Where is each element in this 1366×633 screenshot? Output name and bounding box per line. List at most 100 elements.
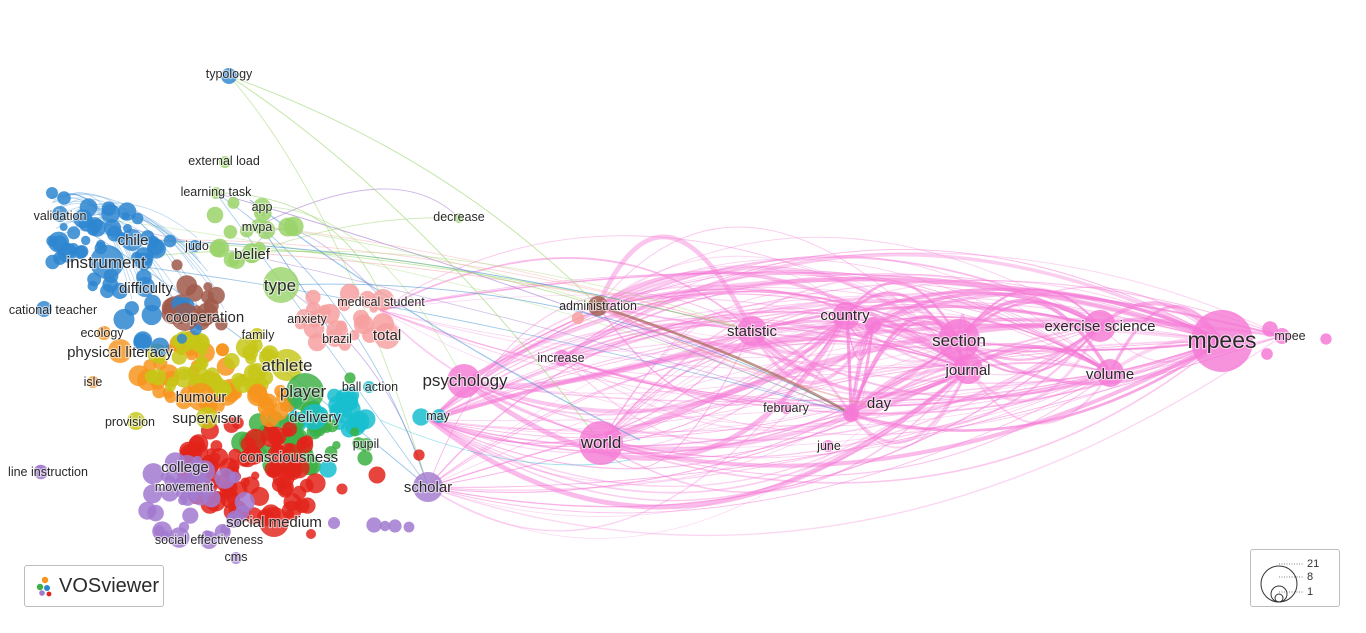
keyword-node-unlabeled[interactable] bbox=[193, 334, 209, 350]
keyword-node-unlabeled[interactable] bbox=[259, 407, 280, 428]
keyword-node-unlabeled[interactable] bbox=[46, 187, 58, 199]
keyword-node-unlabeled[interactable] bbox=[196, 302, 219, 325]
keyword-node-unlabeled[interactable] bbox=[143, 484, 163, 504]
keyword-node-unlabeled[interactable] bbox=[206, 448, 216, 458]
keyword-node-supervisor[interactable] bbox=[196, 407, 218, 429]
keyword-node-unlabeled[interactable] bbox=[121, 212, 130, 220]
keyword-node-unlabeled[interactable] bbox=[307, 333, 327, 352]
keyword-node-unlabeled[interactable] bbox=[223, 417, 240, 433]
keyword-node-unlabeled[interactable] bbox=[332, 441, 341, 450]
keyword-node-unlabeled[interactable] bbox=[131, 212, 144, 225]
keyword-node-mpee[interactable] bbox=[1274, 328, 1290, 344]
keyword-node-exercise-science[interactable] bbox=[1084, 310, 1116, 342]
keyword-node-unlabeled[interactable] bbox=[173, 366, 195, 388]
keyword-node-cooperation[interactable] bbox=[171, 303, 199, 331]
keyword-node-unlabeled[interactable] bbox=[355, 314, 370, 330]
keyword-node-psychology[interactable] bbox=[447, 364, 481, 398]
keyword-node-unlabeled[interactable] bbox=[81, 235, 91, 246]
keyword-node-unlabeled[interactable] bbox=[228, 471, 241, 484]
keyword-node-total[interactable] bbox=[374, 323, 400, 349]
keyword-node-unlabeled[interactable] bbox=[185, 284, 204, 302]
keyword-node-cms[interactable] bbox=[230, 552, 242, 564]
keyword-node-administration[interactable] bbox=[588, 296, 608, 316]
keyword-node-social-effectiveness[interactable] bbox=[200, 531, 218, 549]
keyword-node-delivery[interactable] bbox=[301, 404, 327, 430]
keyword-node-unlabeled[interactable] bbox=[220, 524, 231, 535]
keyword-node-unlabeled[interactable] bbox=[215, 318, 228, 331]
keyword-node-unlabeled[interactable] bbox=[379, 520, 391, 532]
keyword-node-unlabeled[interactable] bbox=[141, 304, 162, 326]
keyword-node-unlabeled[interactable] bbox=[57, 243, 77, 263]
keyword-node-section[interactable] bbox=[938, 319, 980, 361]
keyword-node-unlabeled[interactable] bbox=[1320, 333, 1332, 345]
keyword-node-unlabeled[interactable] bbox=[1261, 348, 1273, 360]
keyword-node-ball-action[interactable] bbox=[363, 381, 375, 393]
keyword-node-mvpa[interactable] bbox=[251, 219, 265, 233]
keyword-node-unlabeled[interactable] bbox=[57, 191, 71, 205]
keyword-node-unlabeled[interactable] bbox=[194, 356, 209, 370]
keyword-node-provision[interactable] bbox=[127, 412, 145, 430]
keyword-node-pupil[interactable] bbox=[359, 438, 373, 452]
keyword-node-journal[interactable] bbox=[953, 354, 983, 384]
keyword-node-brazil[interactable] bbox=[326, 329, 344, 347]
keyword-node-unlabeled[interactable] bbox=[59, 223, 68, 231]
keyword-node-belief[interactable] bbox=[242, 243, 262, 263]
keyword-node-unlabeled[interactable] bbox=[176, 333, 187, 344]
keyword-node-unlabeled[interactable] bbox=[245, 353, 257, 365]
keyword-node-unlabeled[interactable] bbox=[147, 506, 157, 517]
keyword-node-unlabeled[interactable] bbox=[160, 530, 170, 539]
keyword-node-unlabeled[interactable] bbox=[240, 436, 256, 452]
keyword-node-unlabeled[interactable] bbox=[259, 393, 278, 412]
keyword-node-country[interactable] bbox=[832, 302, 860, 330]
keyword-node-unlabeled[interactable] bbox=[336, 483, 348, 495]
keyword-node-unlabeled[interactable] bbox=[210, 238, 230, 258]
keyword-node-unlabeled[interactable] bbox=[171, 259, 183, 271]
keyword-node-unlabeled[interactable] bbox=[299, 478, 314, 493]
keyword-node-unlabeled[interactable] bbox=[223, 251, 240, 268]
keyword-node-unlabeled[interactable] bbox=[113, 308, 135, 330]
keyword-node-increase[interactable] bbox=[554, 350, 570, 366]
keyword-node-unlabeled[interactable] bbox=[412, 408, 430, 426]
keyword-node-unlabeled[interactable] bbox=[147, 238, 165, 256]
keyword-node-unlabeled[interactable] bbox=[227, 196, 240, 209]
keyword-node-physical-literacy[interactable] bbox=[108, 339, 132, 363]
keyword-node-unlabeled[interactable] bbox=[142, 463, 164, 485]
keyword-node-unlabeled[interactable] bbox=[240, 224, 254, 238]
keyword-node-medical-student[interactable] bbox=[372, 289, 394, 311]
keyword-node-may[interactable] bbox=[432, 409, 446, 423]
keyword-node-app[interactable] bbox=[253, 198, 271, 216]
keyword-node-typology[interactable] bbox=[221, 68, 237, 84]
keyword-node-unlabeled[interactable] bbox=[207, 286, 225, 305]
keyword-node-unlabeled[interactable] bbox=[1262, 321, 1278, 337]
keyword-node-unlabeled[interactable] bbox=[357, 450, 373, 466]
keyword-node-unlabeled[interactable] bbox=[45, 254, 60, 270]
keyword-node-unlabeled[interactable] bbox=[350, 427, 360, 437]
keyword-node-unlabeled[interactable] bbox=[128, 365, 150, 387]
keyword-node-unlabeled[interactable] bbox=[251, 471, 260, 480]
keyword-node-unlabeled[interactable] bbox=[223, 353, 240, 369]
keyword-node-unlabeled[interactable] bbox=[226, 513, 241, 528]
keyword-node-unlabeled[interactable] bbox=[216, 343, 230, 357]
keyword-node-unlabeled[interactable] bbox=[106, 225, 123, 242]
keyword-node-june[interactable] bbox=[822, 440, 834, 452]
keyword-node-ecology[interactable] bbox=[97, 326, 111, 340]
keyword-node-unlabeled[interactable] bbox=[79, 198, 98, 217]
keyword-node-chile[interactable] bbox=[121, 229, 143, 251]
keyword-node-external-load[interactable] bbox=[219, 156, 231, 168]
keyword-node-unlabeled[interactable] bbox=[344, 372, 356, 384]
keyword-node-unlabeled[interactable] bbox=[362, 327, 378, 343]
keyword-node-unlabeled[interactable] bbox=[359, 290, 376, 308]
keyword-node-unlabeled[interactable] bbox=[403, 521, 415, 533]
keyword-node-judo[interactable] bbox=[189, 240, 201, 252]
keyword-node-family[interactable] bbox=[250, 328, 264, 342]
keyword-node-unlabeled[interactable] bbox=[348, 329, 360, 341]
keyword-node-unlabeled[interactable] bbox=[319, 460, 337, 478]
keyword-node-unlabeled[interactable] bbox=[413, 449, 425, 461]
keyword-node-unlabeled[interactable] bbox=[350, 414, 367, 430]
keyword-node-anxiety[interactable] bbox=[296, 309, 312, 325]
keyword-node-consciousness[interactable] bbox=[275, 443, 303, 471]
keyword-node-line-instruction[interactable] bbox=[34, 465, 46, 477]
keyword-node-unlabeled[interactable] bbox=[335, 389, 351, 405]
keyword-node-type[interactable] bbox=[263, 267, 299, 303]
keyword-node-statistic[interactable] bbox=[737, 316, 767, 346]
